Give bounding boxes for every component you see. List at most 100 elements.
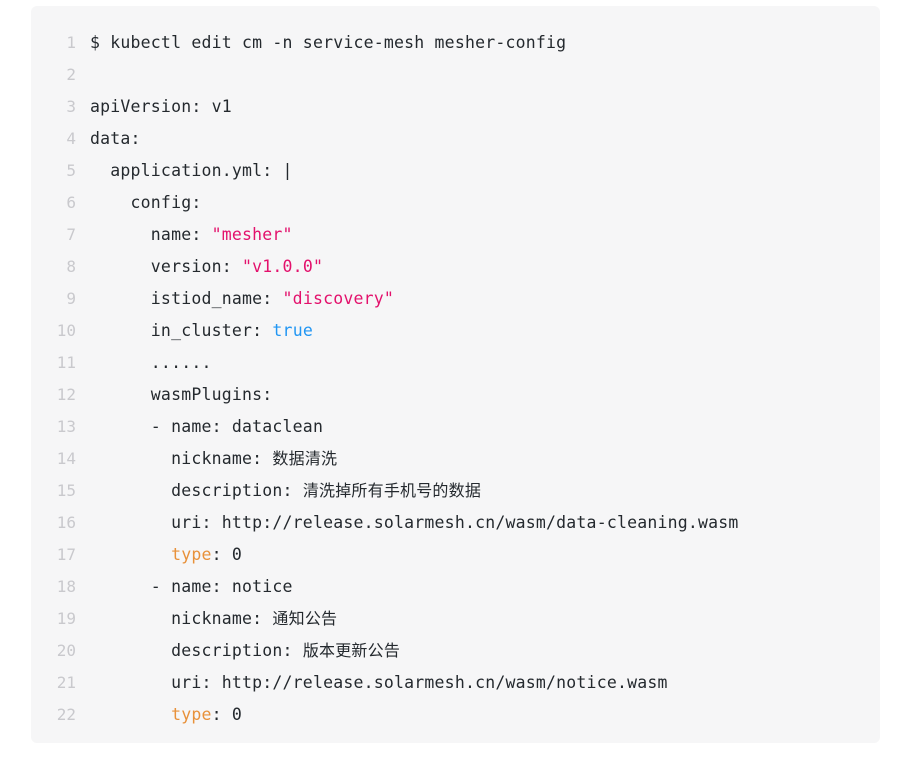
code-line: 18 - name: notice: [31, 571, 880, 603]
code-token-highlight_key: type: [171, 705, 212, 724]
code-line: 20 description: 版本更新公告: [31, 635, 880, 667]
code-token-plain: in_cluster:: [90, 321, 273, 340]
code-token-plain: istiod_name:: [90, 289, 283, 308]
code-token-string: "discovery": [282, 289, 395, 308]
code-line: 12 wasmPlugins:: [31, 379, 880, 411]
line-number: 2: [66, 65, 76, 84]
code-line: 6 config:: [31, 187, 880, 219]
code-line: 19 nickname: 通知公告: [31, 603, 880, 635]
line-number: 15: [56, 481, 76, 500]
code-line-content[interactable]: description: 清洗掉所有手机号的数据: [76, 475, 481, 507]
line-number: 1: [66, 33, 76, 52]
line-number: 10: [56, 321, 76, 340]
line-number: 19: [56, 609, 76, 628]
code-token-plain: description:: [90, 481, 303, 500]
code-token-string: "v1.0.0": [242, 257, 324, 276]
code-token-plain: : 0: [211, 705, 243, 724]
code-line: 17 type: 0: [31, 539, 880, 571]
code-token-plain: description:: [90, 641, 303, 660]
code-token-plain: uri: http://release.solarmesh.cn/wasm/no…: [90, 673, 668, 692]
line-number: 9: [66, 289, 76, 308]
code-token-plain: apiVersion: v1: [90, 97, 232, 116]
code-line-content[interactable]: nickname: 数据清洗: [76, 443, 337, 475]
code-token-cjk: 通知公告: [272, 609, 338, 628]
code-line-list: 1 $ kubectl edit cm -n service-mesh meshe…: [31, 27, 880, 731]
code-line-content[interactable]: version: "v1.0.0": [76, 251, 323, 283]
code-token-plain: : 0: [211, 545, 243, 564]
line-number: 12: [56, 385, 76, 404]
code-line-content[interactable]: nickname: 通知公告: [76, 603, 337, 635]
code-line-content[interactable]: $ kubectl edit cm -n service-mesh mesher…: [76, 27, 566, 59]
code-token-cjk: 数据清洗: [272, 449, 338, 468]
code-line-content[interactable]: data:: [76, 123, 141, 155]
line-number: 17: [56, 545, 76, 564]
code-line: 9 istiod_name: "discovery": [31, 283, 880, 315]
code-token-cjk: 版本更新公告: [302, 641, 401, 660]
line-number: 7: [66, 225, 76, 244]
code-line-content[interactable]: type: 0: [76, 699, 242, 731]
code-line: 16 uri: http://release.solarmesh.cn/wasm…: [31, 507, 880, 539]
code-token-plain: config:: [90, 193, 202, 212]
line-number: 18: [56, 577, 76, 596]
code-line-content[interactable]: type: 0: [76, 539, 242, 571]
code-token-plain: version:: [90, 257, 243, 276]
code-line: 4 data:: [31, 123, 880, 155]
code-line-content[interactable]: description: 版本更新公告: [76, 635, 400, 667]
code-token-plain: wasmPlugins:: [90, 385, 273, 404]
line-number: 4: [66, 129, 76, 148]
line-number: 21: [56, 673, 76, 692]
line-number: 13: [56, 417, 76, 436]
line-number: 20: [56, 641, 76, 660]
code-line-content[interactable]: application.yml: |: [76, 155, 293, 187]
code-line-content[interactable]: wasmPlugins:: [76, 379, 272, 411]
line-number: 22: [56, 705, 76, 724]
code-line: 5 application.yml: |: [31, 155, 880, 187]
code-line-content[interactable]: - name: dataclean: [76, 411, 323, 443]
code-token-plain: [90, 705, 171, 724]
line-number: 8: [66, 257, 76, 276]
code-line: 7 name: "mesher": [31, 219, 880, 251]
code-line: 21 uri: http://release.solarmesh.cn/wasm…: [31, 667, 880, 699]
code-line: 15 description: 清洗掉所有手机号的数据: [31, 475, 880, 507]
code-token-plain: uri: http://release.solarmesh.cn/wasm/da…: [90, 513, 739, 532]
code-line: 14 nickname: 数据清洗: [31, 443, 880, 475]
line-number: 3: [66, 97, 76, 116]
code-token-dots: ......: [90, 353, 212, 372]
code-token-plain: - name: notice: [90, 577, 293, 596]
code-line: 22 type: 0: [31, 699, 880, 731]
code-line-content[interactable]: ......: [76, 347, 212, 379]
code-token-plain: name:: [90, 225, 212, 244]
code-line-content[interactable]: config:: [76, 187, 202, 219]
code-token-plain: nickname:: [90, 449, 273, 468]
code-line-content[interactable]: uri: http://release.solarmesh.cn/wasm/no…: [76, 667, 668, 699]
code-line: 13 - name: dataclean: [31, 411, 880, 443]
code-token-plain: - name: dataclean: [90, 417, 324, 436]
code-token-plain: nickname:: [90, 609, 273, 628]
code-token-cjk: 清洗掉所有手机号的数据: [302, 481, 482, 500]
code-token-plain: data:: [90, 129, 141, 148]
code-line: 10 in_cluster: true: [31, 315, 880, 347]
code-token-plain: [90, 545, 171, 564]
code-token-plain: $ kubectl edit cm -n service-mesh mesher…: [90, 33, 567, 52]
code-line-content[interactable]: uri: http://release.solarmesh.cn/wasm/da…: [76, 507, 739, 539]
code-line-content[interactable]: istiod_name: "discovery": [76, 283, 394, 315]
code-token-boolean: true: [272, 321, 313, 340]
code-token-plain: application.yml: |: [90, 161, 293, 180]
code-block-card: 1 $ kubectl edit cm -n service-mesh meshe…: [31, 6, 880, 743]
line-number: 6: [66, 193, 76, 212]
code-token-highlight_key: type: [171, 545, 212, 564]
code-line-content[interactable]: in_cluster: true: [76, 315, 313, 347]
code-line: 8 version: "v1.0.0": [31, 251, 880, 283]
code-line: 2: [31, 59, 880, 91]
code-line-content[interactable]: name: "mesher": [76, 219, 293, 251]
code-line: 1 $ kubectl edit cm -n service-mesh meshe…: [31, 27, 880, 59]
code-line-content[interactable]: - name: notice: [76, 571, 293, 603]
code-line: 3 apiVersion: v1: [31, 91, 880, 123]
line-number: 11: [56, 353, 76, 372]
code-line: 11 ......: [31, 347, 880, 379]
line-number: 5: [66, 161, 76, 180]
line-number: 16: [56, 513, 76, 532]
code-token-string: "mesher": [211, 225, 293, 244]
line-number: 14: [56, 449, 76, 468]
code-line-content[interactable]: apiVersion: v1: [76, 91, 232, 123]
